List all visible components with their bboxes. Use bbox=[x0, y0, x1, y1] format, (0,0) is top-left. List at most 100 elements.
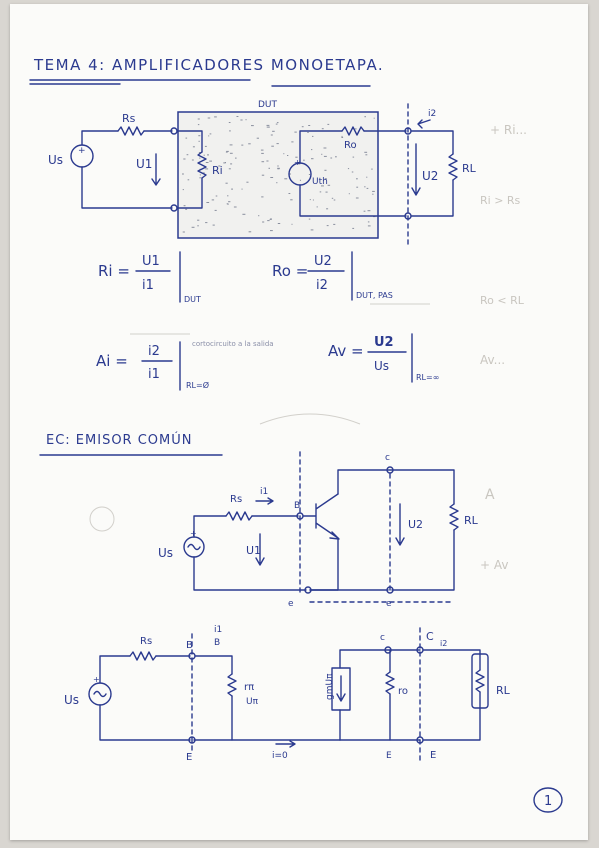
texture-speck bbox=[321, 128, 324, 130]
rl-resistor bbox=[448, 153, 458, 181]
collector-node-1 bbox=[384, 646, 392, 654]
texture-speck bbox=[311, 158, 314, 160]
svg-text:U2: U2 bbox=[314, 254, 332, 269]
svg-text:Ro =: Ro = bbox=[272, 262, 308, 280]
texture-speck bbox=[183, 205, 186, 207]
texture-speck bbox=[214, 116, 217, 118]
emitter-node-1 bbox=[188, 736, 196, 744]
ghost-text-1: + Ri... bbox=[490, 123, 527, 137]
texture-speck bbox=[242, 213, 246, 215]
texture-speck bbox=[225, 151, 228, 153]
texture-speck bbox=[197, 225, 199, 227]
svg-text:Ai =: Ai = bbox=[96, 352, 128, 370]
i2-arrow bbox=[417, 119, 431, 129]
texture-speck bbox=[331, 197, 334, 199]
page-title: TEMA 4: AMPLIFICADORES MONOETAPA. bbox=[33, 56, 384, 74]
texture-speck bbox=[367, 221, 370, 223]
svg-text:c: c bbox=[385, 453, 390, 463]
rs-resistor bbox=[129, 651, 157, 661]
texture-speck bbox=[276, 122, 279, 124]
dut-circuit-diagram: DUT + Us Rs U1 Ri + Uth Ro U2 bbox=[48, 100, 477, 245]
texture-speck bbox=[276, 143, 279, 145]
texture-speck bbox=[270, 134, 273, 136]
texture-speck bbox=[321, 153, 323, 155]
ri-resistor bbox=[197, 151, 207, 179]
svg-text:i2: i2 bbox=[440, 639, 447, 648]
ghost-text-6: + Av bbox=[480, 558, 508, 572]
texture-speck bbox=[203, 154, 205, 156]
texture-speck bbox=[309, 199, 311, 201]
texture-speck bbox=[275, 123, 278, 125]
svg-text:+: + bbox=[93, 675, 100, 684]
svg-text:rπ: rπ bbox=[244, 682, 254, 693]
texture-speck bbox=[182, 189, 184, 191]
u1-arrow bbox=[151, 153, 161, 186]
u2-label: U2 bbox=[422, 169, 438, 183]
texture-speck bbox=[199, 174, 201, 176]
texture-speck bbox=[341, 135, 343, 137]
svg-text:E: E bbox=[186, 752, 192, 763]
svg-text:i=0: i=0 bbox=[272, 751, 288, 761]
svg-text:B: B bbox=[214, 638, 220, 648]
texture-speck bbox=[209, 160, 212, 162]
texture-speck bbox=[245, 119, 247, 121]
texture-speck bbox=[324, 169, 327, 171]
texture-speck bbox=[284, 178, 288, 180]
output-port-dashline bbox=[309, 473, 451, 603]
texture-speck bbox=[363, 210, 366, 212]
ri-label: Ri bbox=[212, 164, 223, 177]
title-underline bbox=[29, 79, 371, 87]
texture-speck bbox=[333, 199, 336, 201]
texture-speck bbox=[266, 160, 269, 162]
formula-ai: Ai = i2 i1 RL=Ø cortocircuito a la salid… bbox=[96, 340, 274, 391]
texture-speck bbox=[209, 133, 212, 135]
texture-speck bbox=[319, 191, 322, 193]
svg-text:E: E bbox=[430, 750, 436, 761]
texture-speck bbox=[240, 119, 243, 121]
texture-speck bbox=[366, 187, 369, 189]
texture-speck bbox=[352, 227, 355, 229]
texture-speck bbox=[355, 197, 359, 199]
texture-speck bbox=[218, 165, 221, 167]
texture-speck bbox=[191, 226, 195, 228]
svg-text:i2: i2 bbox=[148, 344, 160, 359]
texture-speck bbox=[364, 116, 366, 118]
page-number-circle bbox=[533, 787, 563, 813]
texture-speck bbox=[310, 229, 314, 231]
texture-speck bbox=[326, 225, 329, 227]
texture-speck bbox=[277, 223, 281, 224]
svg-text:U2: U2 bbox=[408, 518, 423, 531]
texture-speck bbox=[215, 195, 218, 197]
texture-speck bbox=[261, 161, 265, 163]
svg-text:C: C bbox=[426, 630, 434, 643]
texture-speck bbox=[214, 209, 217, 211]
i2-label: i2 bbox=[428, 109, 436, 119]
texture-speck bbox=[236, 116, 239, 117]
svg-text:i2: i2 bbox=[316, 278, 328, 293]
texture-speck bbox=[198, 135, 201, 137]
texture-speck bbox=[197, 118, 200, 120]
texture-speck bbox=[283, 153, 285, 155]
rs-resistor bbox=[117, 126, 145, 136]
texture-speck bbox=[251, 125, 254, 127]
svg-text:DUT, PAS: DUT, PAS bbox=[356, 291, 393, 300]
texture-speck bbox=[228, 201, 231, 203]
svg-text:i1: i1 bbox=[214, 625, 222, 635]
texture-speck bbox=[268, 167, 270, 169]
texture-speck bbox=[205, 222, 208, 224]
svg-text:RL=Ø: RL=Ø bbox=[186, 380, 209, 390]
texture-speck bbox=[199, 157, 201, 159]
texture-speck bbox=[373, 117, 375, 119]
texture-speck bbox=[327, 123, 330, 125]
texture-speck bbox=[291, 141, 294, 143]
texture-speck bbox=[185, 208, 188, 210]
texture-speck bbox=[260, 149, 264, 151]
texture-speck bbox=[311, 149, 313, 151]
svg-text:B: B bbox=[186, 640, 193, 651]
ghost-text-4: Av... bbox=[480, 353, 505, 367]
texture-speck bbox=[225, 182, 228, 184]
texture-speck bbox=[367, 225, 371, 227]
notebook-page: + Ri... Ri > Rs Ro < RL Av... A + Av TEM… bbox=[10, 4, 588, 840]
texture-speck bbox=[367, 210, 371, 212]
texture-speck bbox=[323, 155, 327, 157]
